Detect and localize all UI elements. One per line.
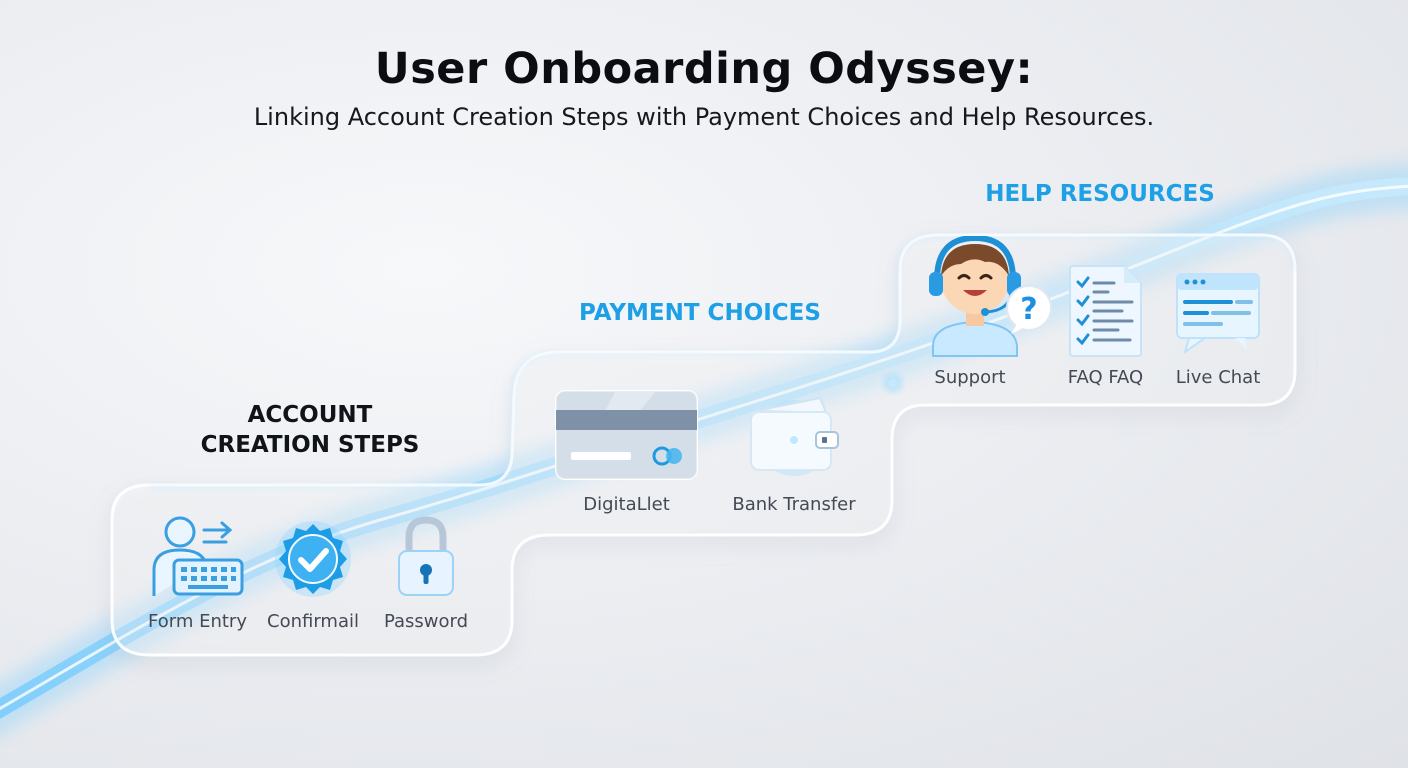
node-label: FAQ FAQ	[1067, 367, 1144, 388]
node-faq: FAQ FAQ	[1068, 265, 1143, 388]
headset-agent-icon: ?	[929, 236, 1052, 357]
section-title-help: HELP RESOURCES	[985, 181, 1215, 207]
section-title-payment: PAYMENT CHOICES	[579, 300, 821, 326]
node-label: Bank Transfer	[732, 494, 856, 515]
credit-card-icon	[555, 390, 698, 480]
node-support: ? Support	[925, 236, 1055, 388]
node-confirmail: Confirmail	[267, 518, 359, 632]
section-title-account: ACCOUNT CREATION STEPS	[170, 400, 450, 460]
page-title: User Onboarding Odyssey:	[374, 44, 1034, 94]
node-label: Live Chat	[1175, 367, 1261, 388]
section-title-account-line1: ACCOUNT	[247, 402, 373, 428]
node-label: Form Entry	[148, 611, 247, 632]
person-keyboard-icon	[152, 516, 244, 596]
node-label: Confirmail	[267, 611, 359, 632]
page-subtitle: Linking Account Creation Steps with Paym…	[253, 103, 1155, 131]
node-label: Support	[934, 367, 1006, 388]
wallet-icon	[750, 396, 839, 476]
node-label: Password	[383, 611, 469, 632]
padlock-icon	[398, 516, 454, 596]
section-title-account-line2: CREATION STEPS	[200, 432, 420, 458]
node-bank-transfer: Bank Transfer	[732, 396, 856, 515]
checklist-document-icon	[1069, 265, 1142, 357]
svg-text:?: ?	[1020, 292, 1037, 327]
node-digital-wallet: DigitaLlet	[555, 390, 698, 515]
node-label: DigitaLlet	[583, 494, 670, 515]
node-live-chat: Live Chat	[1175, 272, 1261, 388]
node-password: Password	[384, 515, 468, 632]
check-badge-icon	[275, 521, 351, 597]
node-form-entry: Form Entry	[148, 512, 247, 632]
chat-window-icon	[1176, 273, 1260, 354]
